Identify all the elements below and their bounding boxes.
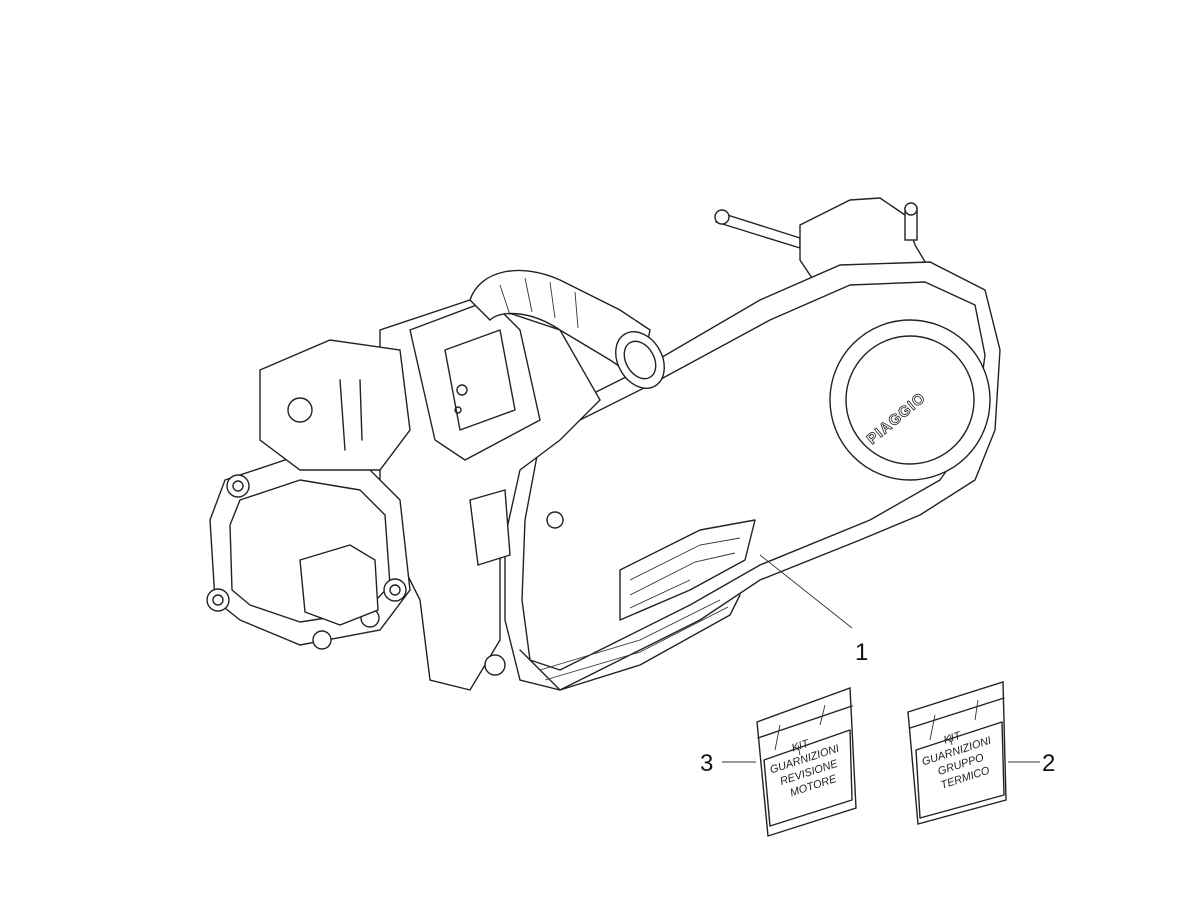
callout-3-label: 3 xyxy=(700,750,713,777)
callout-1-label: 1 xyxy=(855,639,868,666)
engine-assembly: PIAGGIO xyxy=(206,197,1001,691)
callout-1-leader xyxy=(759,554,853,629)
bag-2-line-1: KIT xyxy=(942,729,963,746)
callout-2-label: 2 xyxy=(1042,750,1055,777)
bag-3-line-1: KIT xyxy=(790,737,811,754)
kit-bag-3: KIT GUARNIZIONI REVISIONE MOTORE xyxy=(756,687,857,837)
kit-bag-2: KIT GUARNIZIONI GRUPPO TERMICO xyxy=(907,681,1007,825)
